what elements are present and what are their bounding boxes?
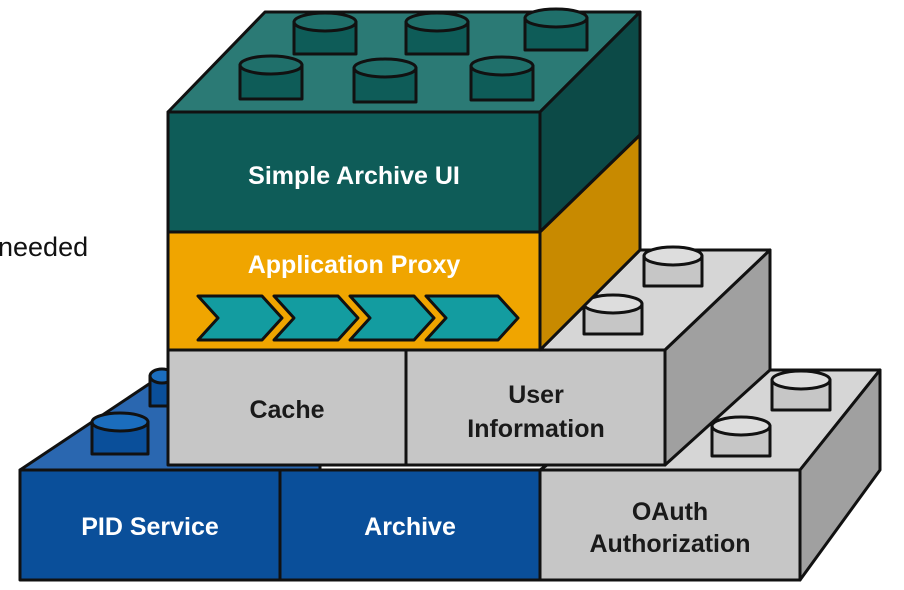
user-info-stud-back — [642, 245, 704, 288]
chevron-arrow-icon — [272, 294, 360, 342]
chevron-arrow-icon — [424, 294, 520, 342]
teal-stud-2 — [404, 11, 470, 56]
cache-label: Cache — [249, 396, 324, 424]
teal-stud-4 — [238, 54, 304, 101]
bottom-row: PID Service Archive OAuth Authorization — [18, 367, 882, 582]
pid-service-block — [18, 468, 282, 582]
proxy-chevrons — [196, 294, 520, 342]
application-proxy-label: Application Proxy — [248, 251, 461, 279]
top-tower: Simple Archive UI Application Proxy — [166, 7, 642, 352]
teal-stud-6 — [469, 55, 535, 102]
oauth-authorization-block — [538, 468, 802, 582]
user-info-label-line2: Information — [467, 415, 605, 443]
user-info-label-line1: User — [508, 381, 564, 409]
simple-archive-ui-block — [166, 110, 542, 234]
teal-stud-3 — [523, 7, 589, 52]
chevron-arrow-icon — [196, 294, 284, 342]
archive-block — [278, 468, 542, 582]
archive-label: Archive — [364, 513, 456, 541]
chevron-arrow-icon — [348, 294, 436, 342]
teal-stud-5 — [352, 57, 418, 104]
user-information-block — [404, 348, 667, 467]
pid-service-label: PID Service — [81, 513, 219, 541]
oauth-label-line2: Authorization — [589, 530, 750, 558]
teal-stud-1 — [292, 11, 358, 56]
user-info-stud-front — [582, 293, 644, 336]
oauth-stud-front — [710, 415, 772, 458]
oauth-stud-back — [770, 369, 832, 412]
oauth-label-line1: OAuth — [632, 498, 708, 526]
simple-archive-ui-label: Simple Archive UI — [248, 162, 460, 190]
truncated-side-text: needed — [0, 232, 88, 262]
pid-service-stud — [90, 411, 150, 456]
